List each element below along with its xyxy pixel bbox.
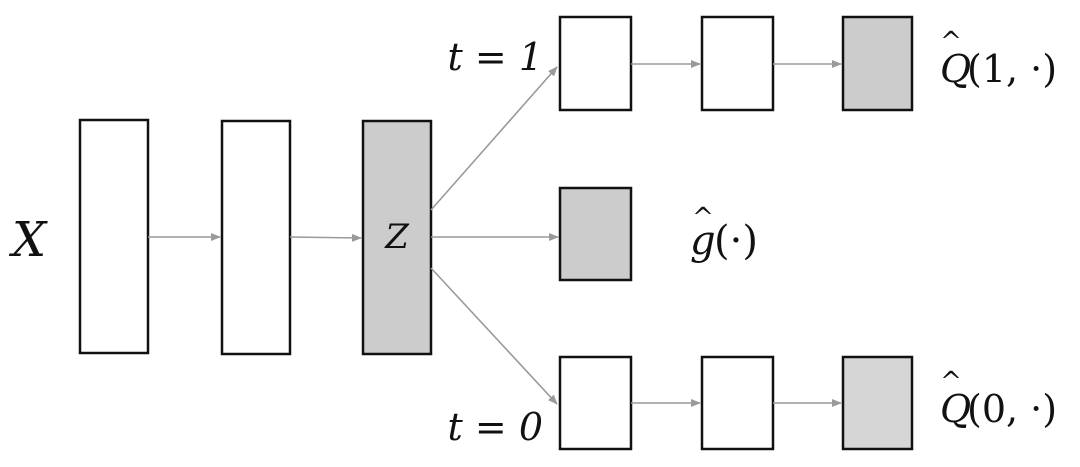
top-branch-output-box (841, 15, 914, 112)
latent-label: Z (384, 217, 410, 257)
output-top-base: Q (940, 47, 971, 91)
output-bottom-args: (0, ·) (967, 387, 1057, 431)
bottom-branch-box-2 (700, 355, 775, 451)
input-label: X (8, 212, 48, 268)
bottom-branch-output-box (841, 355, 914, 451)
hat-accent-top: ^ (940, 27, 962, 57)
output-bottom-base: Q (940, 387, 971, 431)
output-mid-base: g (690, 218, 716, 264)
output-mid-label: g ^ (·) (690, 203, 758, 264)
output-bottom-label: Q ^ (0, ·) (940, 367, 1057, 431)
propensity-box (558, 186, 633, 282)
hat-accent-bottom: ^ (940, 367, 962, 397)
output-top-args: (1, ·) (967, 47, 1057, 91)
hidden-layer-box (220, 119, 292, 356)
top-branch-box-2 (700, 15, 775, 112)
bottom-branch-box-1 (558, 355, 633, 451)
arrow-latent-to-bottom-branch (430, 267, 558, 405)
top-branch-box-1 (558, 15, 633, 112)
arrow-hidden-to-latent (289, 233, 362, 242)
latent-layer-box (361, 119, 433, 356)
output-top-label: Q ^ (1, ·) (940, 27, 1057, 91)
input-layer-box (78, 118, 150, 355)
arrow-latent-to-top-branch (430, 66, 558, 211)
output-mid-args: (·) (714, 218, 758, 264)
hat-accent-mid: ^ (692, 203, 714, 233)
branch-bottom-label: t = 0 (448, 405, 543, 449)
branch-top-label: t = 1 (448, 35, 543, 79)
